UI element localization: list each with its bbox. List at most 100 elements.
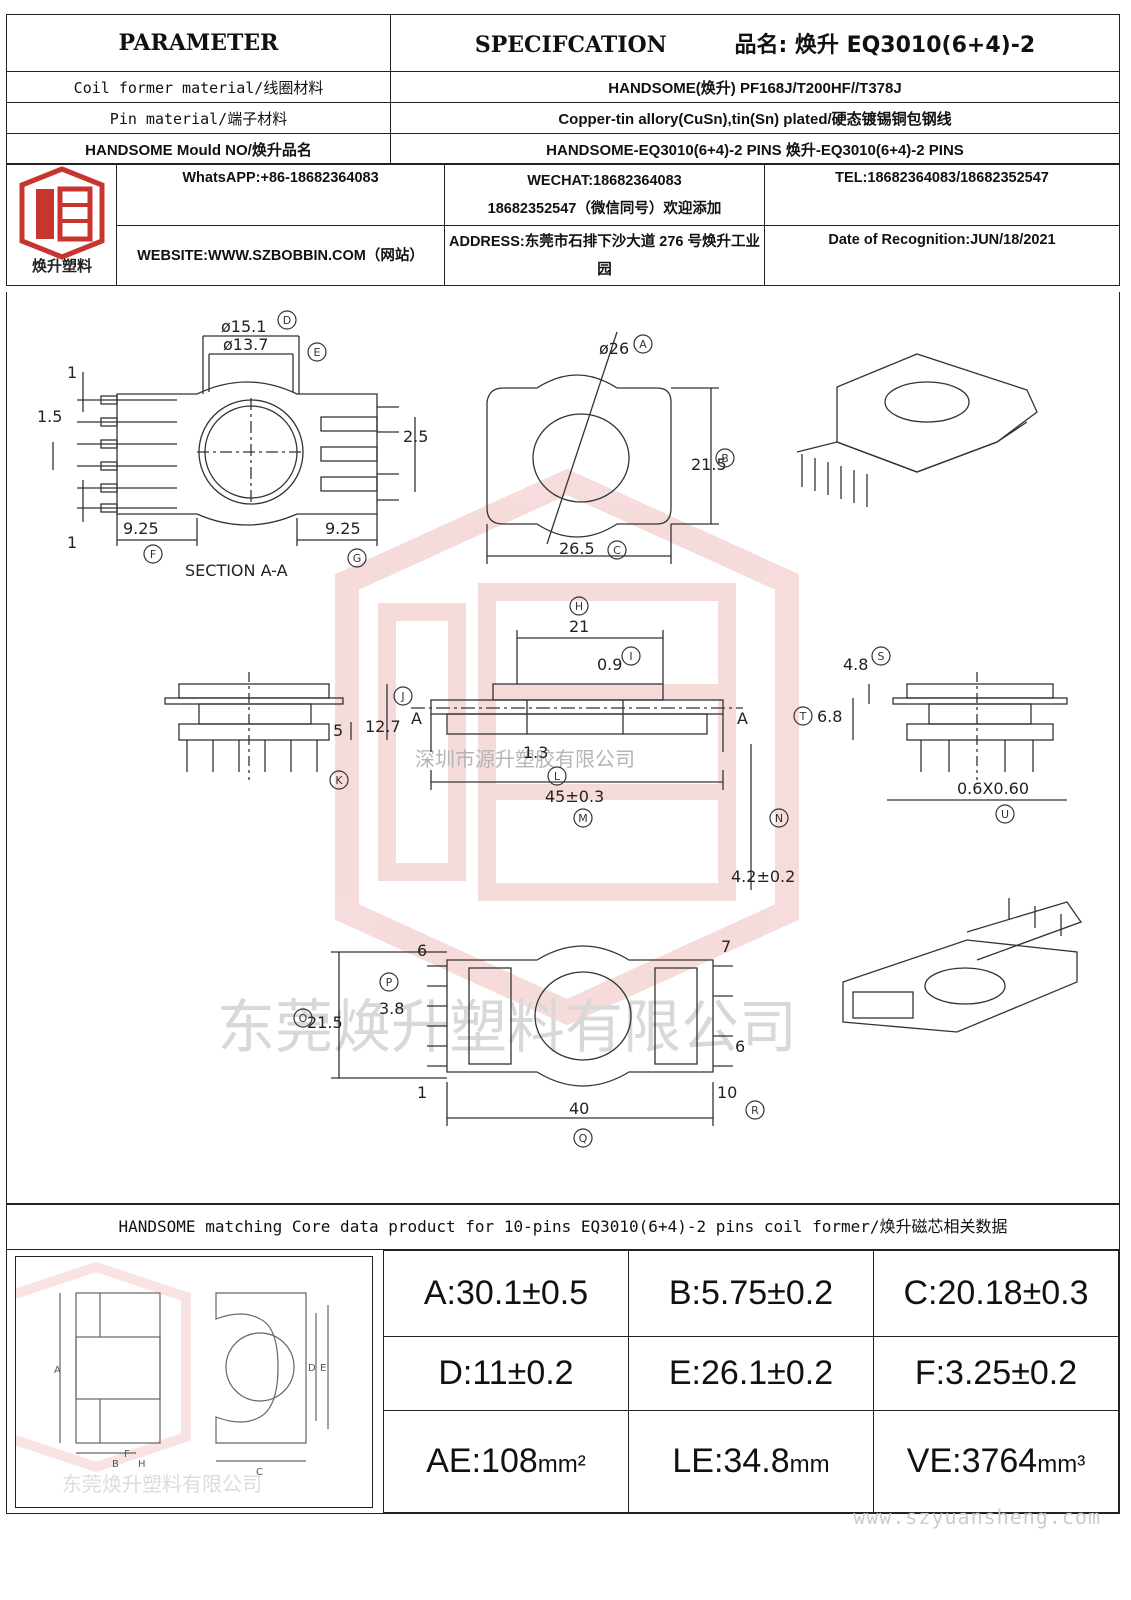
core-drawing-canvas: A B C D E F H 东莞焕升塑料有限公司 [1, 1261, 329, 1496]
logo-mark-icon: 焕升塑料 [19, 166, 104, 275]
pin-material-value: Copper-tin allory(CuSn),tin(Sn) plated/硬… [390, 102, 1120, 134]
dim-d151: ø15.1 [221, 317, 266, 336]
core-le: LE:34.8mm [628, 1410, 874, 1513]
wechat-line2: 18682352547（微信同号）欢迎添加 [487, 200, 722, 217]
section-view [52, 335, 416, 546]
dim-68: 6.8 [817, 707, 842, 726]
callout-m: M [578, 812, 588, 825]
section-mark-right: A [737, 709, 748, 728]
callout-d: D [283, 314, 291, 327]
wechat: WECHAT:18682364083 18682352547（微信同号）欢迎添加 [444, 163, 765, 227]
core-label-e: E [320, 1363, 326, 1374]
spec-sheet: PARAMETER SPECIFCATION 品名: 焕升 EQ3010(6+4… [6, 14, 1120, 1562]
top-view [486, 331, 719, 564]
dim-215: 21.5 [691, 455, 727, 474]
pin-material-label: Pin material/端子材料 [6, 102, 391, 134]
technical-drawing: 东莞焕升塑料有限公司 深圳市源升塑胶有限公司 [6, 292, 1120, 1204]
mould-no-label: HANDSOME Mould NO/焕升品名 [6, 133, 391, 165]
callout-c: C [613, 544, 621, 557]
core-drawing: A B C D E F H 东莞焕升塑料有限公司 [1, 1256, 373, 1508]
callout-o: O [299, 1012, 308, 1025]
dim-265: 26.5 [559, 539, 595, 558]
coil-material-label: Coil former material/线圈材料 [6, 71, 391, 103]
dim-925b: 9.25 [325, 519, 361, 538]
dim-09: 0.9 [597, 655, 622, 674]
core-label-a: A [54, 1365, 61, 1376]
callout-a: A [639, 338, 647, 351]
company-info-table: 焕升塑料 WhatsAPP:+86-18682364083 WECHAT:186… [6, 163, 1120, 287]
iso-view-bottom [842, 898, 1083, 1033]
callout-r: R [751, 1104, 759, 1117]
company-logo: 焕升塑料 [6, 163, 117, 287]
dim-6: 6 [735, 1037, 745, 1056]
dim-d137: ø13.7 [223, 335, 268, 354]
wechat-line1: WECHAT:18682364083 [527, 172, 682, 189]
iso-view-top [796, 353, 1038, 507]
footer-url: www.szyuansheng.com [853, 1505, 1101, 1529]
bottom-view [331, 945, 733, 1126]
callout-u: U [1001, 808, 1009, 821]
watermark-logo-icon [335, 468, 799, 1026]
core-ae: AE:108mm² [383, 1410, 629, 1513]
drawing-canvas: 东莞焕升塑料有限公司 深圳市源升塑胶有限公司 [37, 310, 1083, 1148]
parameter-table: PARAMETER SPECIFCATION 品名: 焕升 EQ3010(6+4… [6, 14, 1120, 165]
telephone: TEL:18682364083/18682352547 [764, 163, 1120, 227]
section-mark-left: A [411, 709, 422, 728]
dim-40: 40 [569, 1099, 589, 1118]
callout-g: G [353, 552, 362, 565]
callout-l: L [554, 770, 561, 783]
website: WEBSITE:WWW.SZBOBBIN.COM（网站） [116, 225, 445, 287]
core-le-value: LE:34.8 [672, 1442, 790, 1480]
callout-j: J [400, 690, 404, 703]
dim-d26: ø26 [599, 339, 629, 358]
dim-45: 45±0.3 [545, 787, 604, 806]
specification-label: SPECIFCATION [474, 32, 667, 58]
core-label-d: D [308, 1363, 316, 1374]
callout-n: N [775, 812, 783, 825]
core-data-section: A B C D E F H 东莞焕升塑料有限公司 A:30.1±0.5 B:5.… [1, 1250, 1120, 1514]
core-ve-value: VE:3764 [906, 1442, 1038, 1480]
watermark-center: 深圳市源升塑胶有限公司 [415, 747, 635, 771]
core-data-title: HANDSOME matching Core data product for … [6, 1204, 1120, 1250]
core-ae-value: AE:108 [426, 1442, 538, 1480]
callout-q: Q [579, 1132, 588, 1145]
core-b: B:5.75±0.2 [628, 1250, 874, 1337]
core-label-f: F [124, 1449, 130, 1460]
core-a: A:30.1±0.5 [383, 1250, 629, 1337]
core-label-b: B [112, 1459, 119, 1470]
pin-10: 10 [717, 1083, 737, 1102]
recognition-date: Date of Recognition:JUN/18/2021 [764, 225, 1120, 287]
side-view-left [164, 672, 388, 780]
watermark-large: 东莞焕升塑料有限公司 [217, 993, 797, 1061]
dim-06: 0.6X0.60 [957, 779, 1029, 798]
core-label-h: H [138, 1459, 146, 1470]
core-watermark: 东莞焕升塑料有限公司 [62, 1472, 262, 1496]
pin-6: 6 [417, 941, 427, 960]
callout-e: E [314, 346, 321, 359]
dim-38: 3.8 [379, 999, 404, 1018]
specification-header: SPECIFCATION 品名: 焕升 EQ3010(6+4)-2 [390, 14, 1120, 72]
dim-215b: 21.5 [307, 1013, 343, 1032]
core-ae-unit: mm² [537, 1451, 586, 1478]
callout-circles [143, 310, 1015, 1148]
mould-no-value: HANDSOME-EQ3010(6+4)-2 PINS 焕升-EQ3010(6+… [390, 133, 1120, 165]
side-view-right [852, 672, 1068, 801]
dim-48: 4.8 [843, 655, 868, 674]
dim-15: 1.5 [37, 407, 62, 426]
callout-p: P [386, 976, 393, 989]
callout-t: T [799, 710, 807, 723]
whatsapp: WhatsAPP:+86-18682364083 [116, 163, 445, 227]
dim-5: 5 [333, 721, 343, 740]
pin-1: 1 [417, 1083, 427, 1102]
dim-13: 1.3 [523, 743, 548, 762]
coil-material-value: HANDSOME(焕升) PF168J/T200HF//T378J [390, 71, 1120, 103]
dimension-labels: ø15.1 ø13.7 9.25 9.25 1.5 2.5 1 1 SECTIO… [37, 317, 1029, 1118]
pin-7: 7 [721, 937, 731, 956]
core-data-table: A:30.1±0.5 B:5.75±0.2 C:20.18±0.3 D:11±0… [383, 1250, 1119, 1513]
callout-i: I [629, 650, 632, 663]
front-view [411, 630, 752, 890]
dim-25: 2.5 [403, 427, 428, 446]
address: ADDRESS:东莞市石排下沙大道 276 号焕升工业园 [444, 225, 765, 287]
core-c: C:20.18±0.3 [873, 1250, 1119, 1337]
core-f: F:3.25±0.2 [873, 1336, 1119, 1411]
